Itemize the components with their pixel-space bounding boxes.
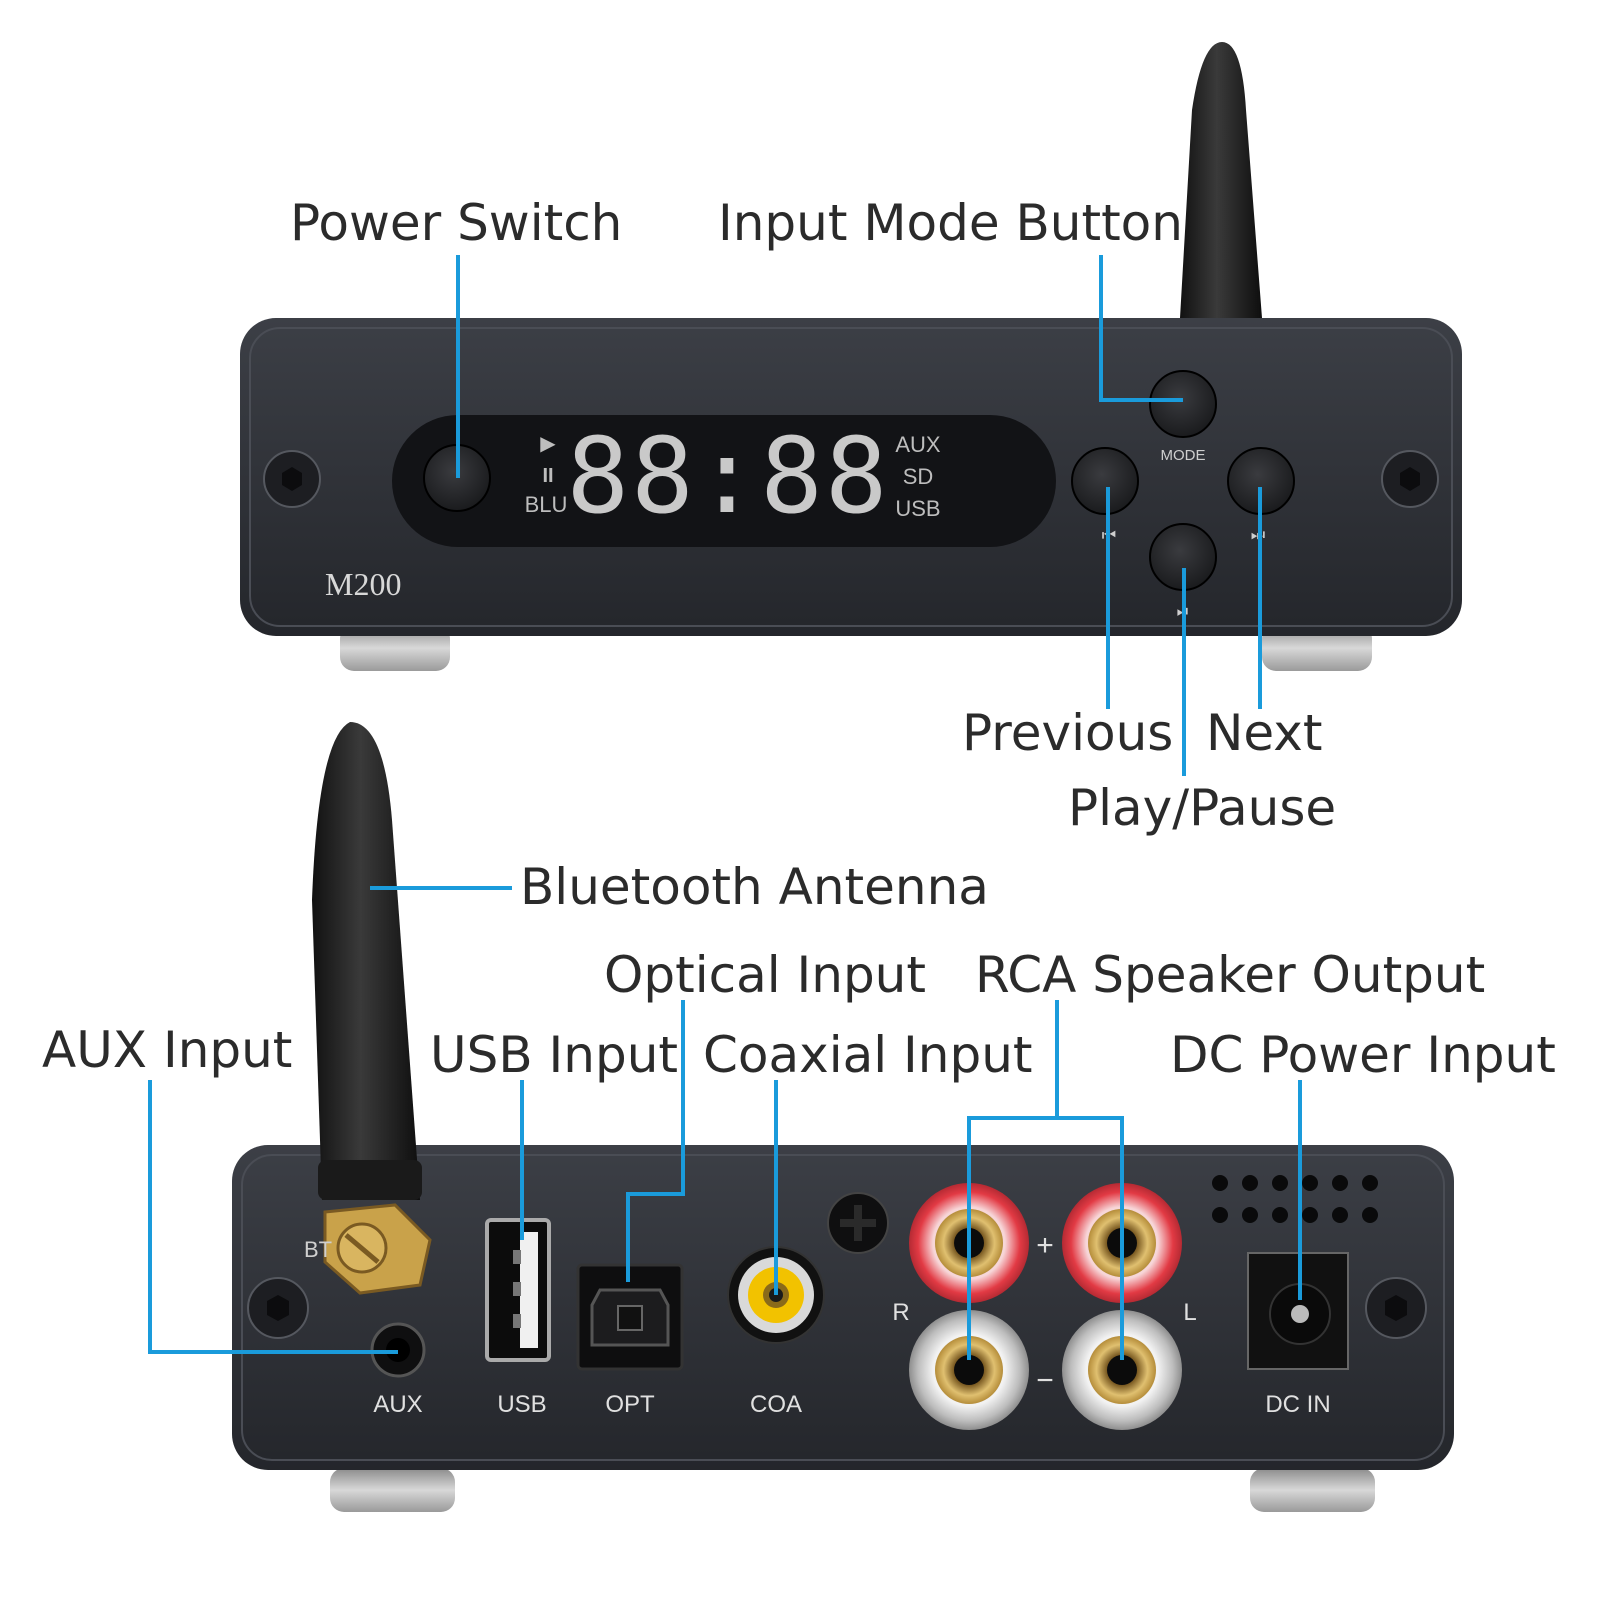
antenna-connector bbox=[323, 1203, 432, 1295]
blu-indicator: BLU bbox=[525, 492, 568, 517]
coa-port-label: COA bbox=[750, 1391, 802, 1418]
callout-usb-input: USB Input bbox=[430, 1026, 678, 1084]
terminal-r-label: R bbox=[892, 1299, 909, 1326]
leader-aux-input bbox=[148, 1080, 398, 1354]
source-sd-indicator: SD bbox=[903, 464, 934, 489]
source-usb-indicator: USB bbox=[895, 496, 940, 521]
vent-holes bbox=[1212, 1175, 1378, 1223]
ground-screw bbox=[827, 1192, 889, 1254]
play-indicator: ▶ bbox=[540, 433, 556, 455]
terminal-right-minus bbox=[909, 1310, 1029, 1430]
terminal-l-label: L bbox=[1183, 1299, 1196, 1326]
dc-in-label: DC IN bbox=[1265, 1391, 1330, 1418]
bluetooth-antenna bbox=[312, 722, 420, 1200]
front-screw-right bbox=[1381, 450, 1439, 508]
pause-indicator: II bbox=[542, 465, 553, 487]
callout-optical-input: Optical Input bbox=[604, 946, 926, 1004]
dc-power-jack bbox=[1247, 1252, 1349, 1370]
front-foot-left bbox=[340, 625, 450, 671]
terminal-plus-label: + bbox=[1036, 1229, 1054, 1262]
aux-port-label: AUX bbox=[373, 1391, 422, 1418]
callout-next: Next bbox=[1206, 704, 1323, 762]
callout-bluetooth-antenna: Bluetooth Antenna bbox=[520, 858, 989, 916]
callout-power-switch: Power Switch bbox=[290, 194, 623, 252]
opt-port-label: OPT bbox=[605, 1391, 655, 1418]
terminal-minus-label: − bbox=[1036, 1364, 1054, 1397]
leader-optical-input bbox=[626, 1000, 685, 1282]
callout-dc-power-input: DC Power Input bbox=[1170, 1026, 1556, 1084]
previous-button[interactable] bbox=[1071, 447, 1139, 515]
front-foot-right bbox=[1262, 625, 1372, 671]
leader-input-mode bbox=[1099, 255, 1183, 402]
source-aux-indicator: AUX bbox=[895, 432, 941, 457]
callout-play-pause: Play/Pause bbox=[1068, 779, 1337, 837]
segment-display: 88:88 bbox=[566, 415, 889, 537]
front-screw-left bbox=[263, 450, 321, 508]
back-foot-left bbox=[330, 1468, 455, 1512]
mode-button-label: MODE bbox=[1161, 447, 1206, 464]
callout-input-mode-button: Input Mode Button bbox=[718, 194, 1183, 252]
bt-label: BT bbox=[304, 1237, 332, 1262]
callout-coaxial-input: Coaxial Input bbox=[703, 1026, 1033, 1084]
back-screw-right bbox=[1365, 1277, 1427, 1339]
display-window bbox=[392, 415, 1056, 547]
mode-button[interactable] bbox=[1149, 370, 1217, 438]
leader-lines bbox=[148, 255, 1302, 1360]
back-foot-right bbox=[1250, 1468, 1375, 1512]
callout-aux-input: AUX Input bbox=[42, 1021, 293, 1079]
callout-rca-speaker-output: RCA Speaker Output bbox=[975, 946, 1486, 1004]
usb-port-label: USB bbox=[497, 1391, 546, 1418]
model-label: M200 bbox=[325, 566, 401, 602]
callout-previous: Previous bbox=[962, 704, 1174, 762]
usb-port bbox=[485, 1218, 551, 1362]
terminal-left-minus bbox=[1062, 1310, 1182, 1430]
back-screw-left bbox=[247, 1277, 309, 1339]
front-antenna bbox=[1180, 42, 1262, 318]
leader-rca-bracket bbox=[967, 1116, 1124, 1360]
